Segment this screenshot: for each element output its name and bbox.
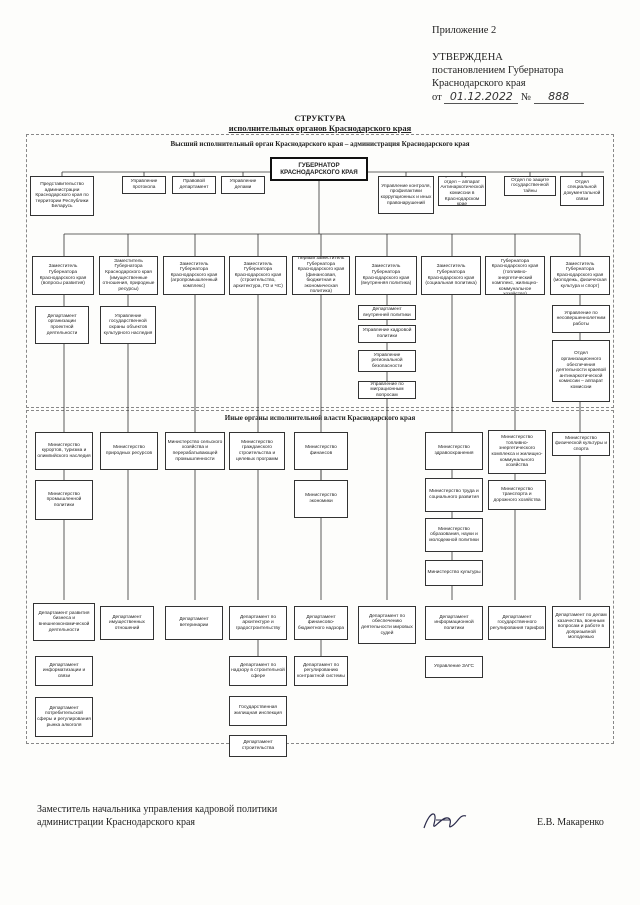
unit-project-dept: Департамент организации проектной деятел…: [35, 306, 89, 344]
dept-architecture: Департамент по архитектуре и градостроит…: [229, 606, 287, 640]
dept-cossacks: Департамент по делам казачества, военным…: [552, 606, 610, 648]
ministry-finance: Министерство финансов: [294, 432, 348, 470]
ministry-agriculture: Министерство сельского хозяйства и перер…: [165, 432, 225, 470]
handwritten-number: 888: [533, 90, 584, 104]
dept-veterinary: Департамент ветеринарии: [165, 606, 223, 640]
ministry-health: Министерство здравоохранения: [425, 432, 483, 470]
dept-supervision: Департамент по надзору в строительной сф…: [229, 656, 287, 686]
structure-subtitle: исполнительных органов Краснодарского кр…: [228, 123, 412, 133]
ministry-culture: Министерство культуры: [425, 560, 483, 586]
dept-informatization: Департамент информатизации и связи: [35, 656, 93, 686]
ministry-nature: Министерство природных ресурсов: [100, 432, 158, 470]
deputy-internal: Заместитель Губернатора Краснодарского к…: [355, 256, 417, 295]
dept-construction: Департамент строительства: [229, 735, 287, 757]
dept-zags: Управление ЗАГС: [425, 656, 483, 678]
unit-internal-policy: Департамент внутренней политики: [358, 305, 416, 320]
dept-housing-inspection: Государственная жилищная инспекция: [229, 696, 287, 726]
unit-migration: Управление по миграционным вопросам: [358, 381, 416, 399]
other-zone: Иные органы исполнительной власти Красно…: [26, 410, 614, 744]
ministry-education: Министерство образования, науки и молоде…: [425, 518, 483, 552]
unit-antidrug-commission: Отдел организационного обеспечения деяте…: [552, 340, 610, 402]
dept-property: Департамент имущественных отношений: [100, 606, 154, 640]
dept-justices: Департамент по обеспечению деятельности …: [358, 606, 416, 644]
ministry-industry: Министерство промышленной политики: [35, 480, 93, 520]
dept-info-policy: Департамент информационной политики: [425, 606, 483, 640]
unit-juvenile: Управление по несовершеннолетним работы: [552, 305, 610, 333]
dept-fin-control: Департамент финансово-бюджетного надзора: [294, 606, 348, 640]
direct-unit-anticorruption: Управление контроля, профилактики корруп…: [378, 176, 434, 214]
deputy-youth: Заместитель Губернатора Краснодарского к…: [550, 256, 610, 295]
unit-heritage: Управление государственной охраны объект…: [100, 306, 156, 344]
direct-unit-legal: Правовой департамент: [172, 176, 216, 194]
date-prefix: от: [432, 92, 442, 103]
signatory-position: Заместитель начальника управления кадров…: [37, 803, 357, 829]
deputy-development: Заместитель Губернатора Краснодарского к…: [32, 256, 94, 295]
unit-personnel: Управление кадровой политики: [358, 325, 416, 343]
deputy-agro: Заместитель Губернатора Краснодарского к…: [163, 256, 225, 295]
ministry-labor: Министерство труда и социального развити…: [425, 478, 483, 512]
ministry-transport: Министерство транспорта и дорожного хозя…: [488, 480, 546, 510]
approved-by-line1: постановлением Губернатора: [432, 65, 564, 76]
dept-contract: Департамент по регулированию контрактной…: [294, 656, 348, 686]
approval-block: Приложение 2 УТВЕРЖДЕНА постановлением Г…: [432, 24, 632, 104]
direct-unit-belarus: Представительство администрации Краснода…: [30, 176, 94, 216]
signatory-position-line1: Заместитель начальника управления кадров…: [37, 804, 278, 815]
top-zone: Высший исполнительный орган Краснодарско…: [26, 134, 614, 408]
direct-unit-protocol: Управление протокола: [122, 176, 166, 194]
governor-box: ГУБЕРНАТОР КРАСНОДАРСКОГО КРАЯ: [270, 157, 368, 181]
direct-unit-affairs: Управление делами: [221, 176, 265, 194]
structure-title: СТРУКТУРА: [294, 113, 346, 123]
number-sign: №: [520, 92, 531, 103]
ministry-economy: Министерство экономики: [294, 480, 348, 518]
unit-regional-security: Управление региональной безопасности: [358, 350, 416, 372]
date-number-line: от 01.12.2022 № 888: [432, 90, 632, 104]
approved-by-line2: Краснодарского края: [432, 78, 526, 89]
ministry-fuel: Министерство топливно-энергетического ко…: [488, 430, 546, 474]
handwritten-date: 01.12.2022: [444, 90, 519, 104]
ministry-tourism: Министерство курортов, туризма и олимпий…: [35, 432, 93, 470]
other-zone-title: Иные органы исполнительной власти Красно…: [224, 414, 416, 422]
deputy-construction: Заместитель Губернатора Краснодарского к…: [229, 256, 287, 295]
ministry-sport: Министерство физической культуры и спорт…: [552, 432, 610, 456]
deputy-social: Заместитель Губернатора Краснодарского к…: [421, 256, 481, 295]
direct-unit-comm: Отдел специальной документальной связи: [560, 176, 604, 206]
approved-label: УТВЕРЖДЕНА: [432, 52, 503, 63]
deputy-fuel: Заместитель Губернатора Краснодарского к…: [485, 256, 545, 295]
ministry-construction: Министерство гражданского строительства …: [229, 432, 285, 470]
appendix-label: Приложение 2: [432, 25, 497, 36]
handwritten-signature: [423, 813, 467, 829]
document-heading: СТРУКТУРА исполнительных органов Краснод…: [0, 113, 640, 133]
deputy-property: Заместитель Губернатора Краснодарского к…: [99, 256, 158, 295]
deputy-first-finance: Первый заместитель Губернатора Краснодар…: [292, 256, 350, 295]
top-zone-title: Высший исполнительный орган Краснодарско…: [170, 140, 470, 148]
signatory-name: Е.В. Макаренко: [537, 817, 604, 828]
direct-unit-antidrug: Организационный отдел – аппарат Антинарк…: [438, 176, 486, 206]
signatory-position-line2: администрации Краснодарского края: [37, 817, 196, 828]
dept-business: Департамент развития бизнеса и внешнеэко…: [33, 603, 95, 641]
dept-consumer: Департамент потребительской сферы и регу…: [35, 697, 93, 737]
direct-unit-secret: Отдел по защите государственной тайны: [504, 176, 556, 196]
dept-tariffs: Департамент государственного регулирован…: [488, 606, 546, 640]
